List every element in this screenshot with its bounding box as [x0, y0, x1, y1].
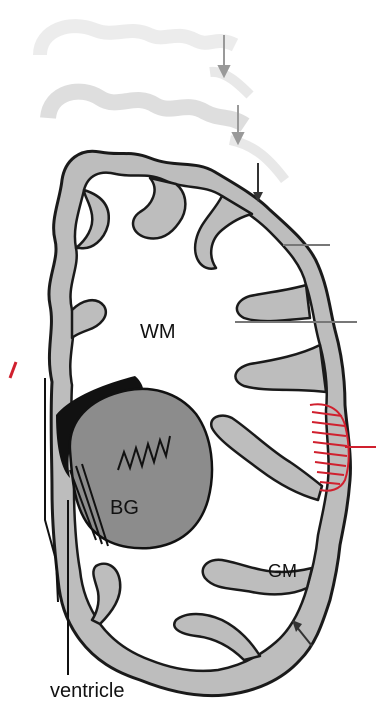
label-bg: BG: [110, 497, 139, 519]
label-gm: GM: [268, 561, 297, 581]
ghost-outline-middle: [48, 92, 245, 125]
label-ventricle: ventricle: [50, 680, 124, 702]
highlight-marker-left: [10, 362, 16, 378]
label-wm: WM: [140, 321, 176, 343]
ghost-outline-top: [40, 26, 235, 55]
ghost-outline-lower: [210, 72, 285, 180]
